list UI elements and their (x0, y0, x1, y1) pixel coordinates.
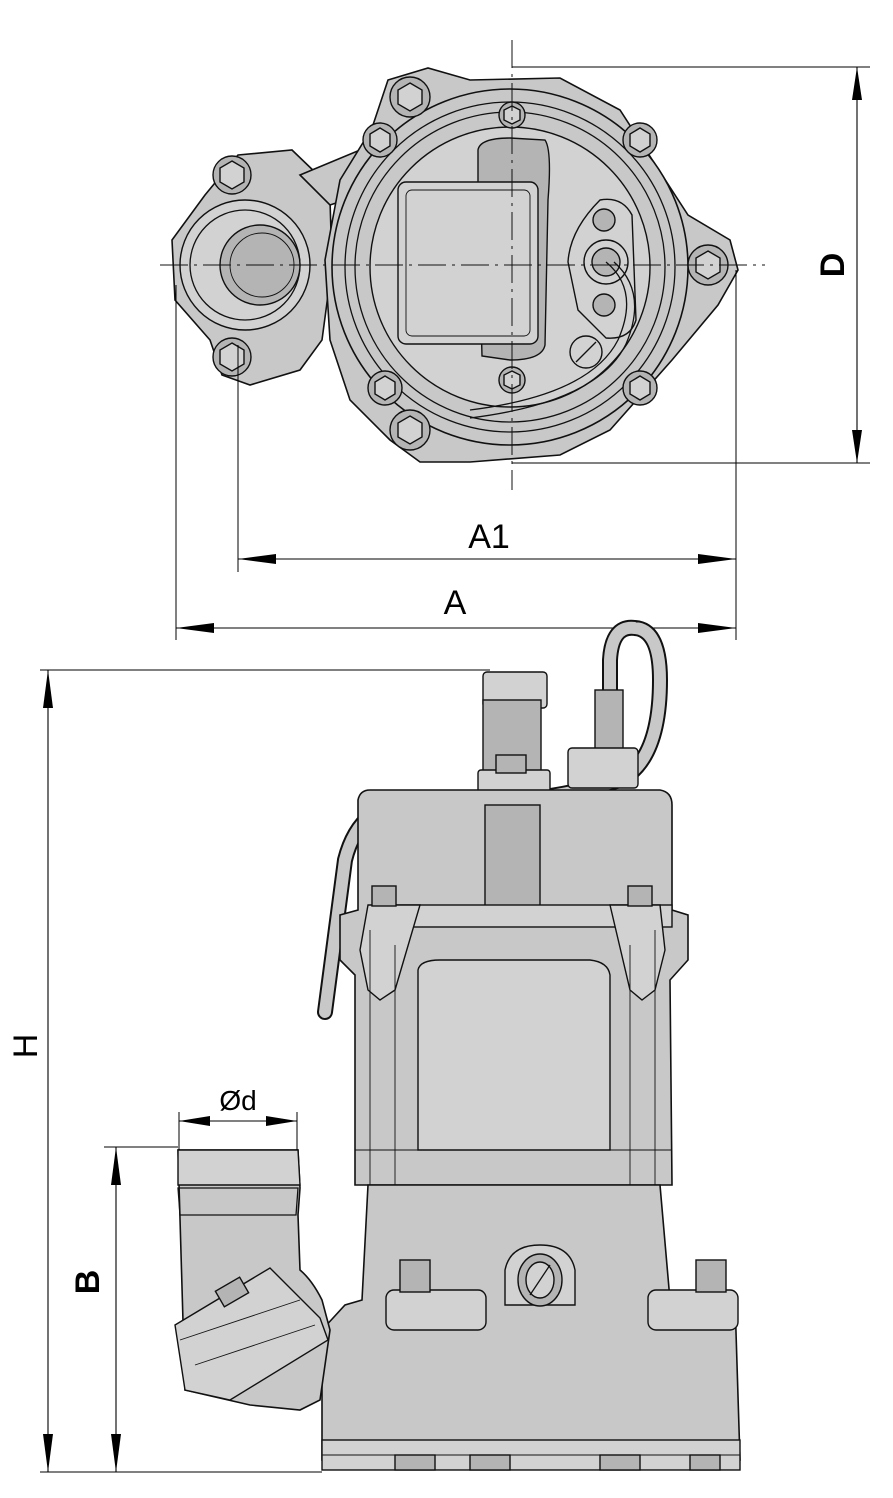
label-d: Ød (219, 1085, 256, 1116)
housing-bolts (362, 76, 729, 451)
label-A: A (444, 584, 467, 622)
top-dimensions: D A1 A (175, 66, 870, 640)
top-view (160, 40, 765, 490)
side-view (174, 619, 741, 1471)
elbow-flange (174, 1267, 329, 1401)
label-A1: A1 (468, 518, 510, 556)
side-dimensions: H B Ød (7, 669, 490, 1473)
label-D: D (814, 253, 852, 278)
bracket-left (359, 904, 421, 1001)
label-H: H (7, 1034, 45, 1059)
motor-panel (417, 959, 611, 1151)
label-B: B (69, 1270, 107, 1295)
nameplate (397, 181, 539, 345)
